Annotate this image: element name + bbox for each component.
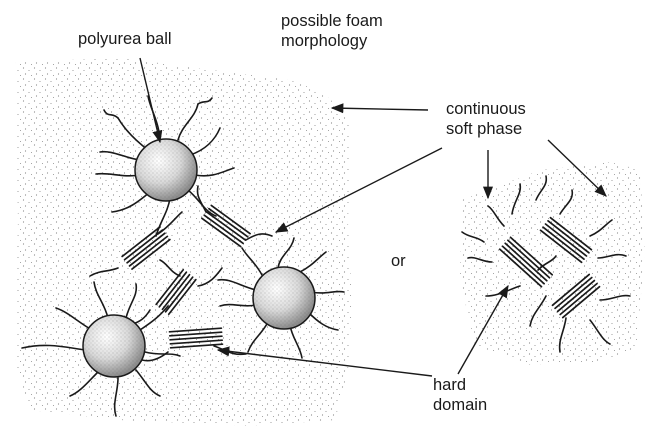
- polyurea-ball-2: [253, 267, 315, 329]
- label-hard-domain-line2: domain: [433, 396, 487, 415]
- polyurea-ball-1: [135, 139, 197, 201]
- soft-phase-region-left: [15, 58, 352, 426]
- label-morphology-line1: possible foam: [281, 12, 383, 31]
- label-hard-domain-line1: hard: [433, 376, 466, 395]
- label-polyurea-ball: polyurea ball: [78, 30, 172, 49]
- label-soft-phase-line2: soft phase: [446, 120, 522, 139]
- label-soft-phase-line1: continuous: [446, 100, 526, 119]
- polyurea-ball-3: [83, 315, 145, 377]
- label-morphology-line2: morphology: [281, 32, 367, 51]
- label-or: or: [391, 252, 406, 271]
- arrow-soft-phase-left: [332, 108, 428, 110]
